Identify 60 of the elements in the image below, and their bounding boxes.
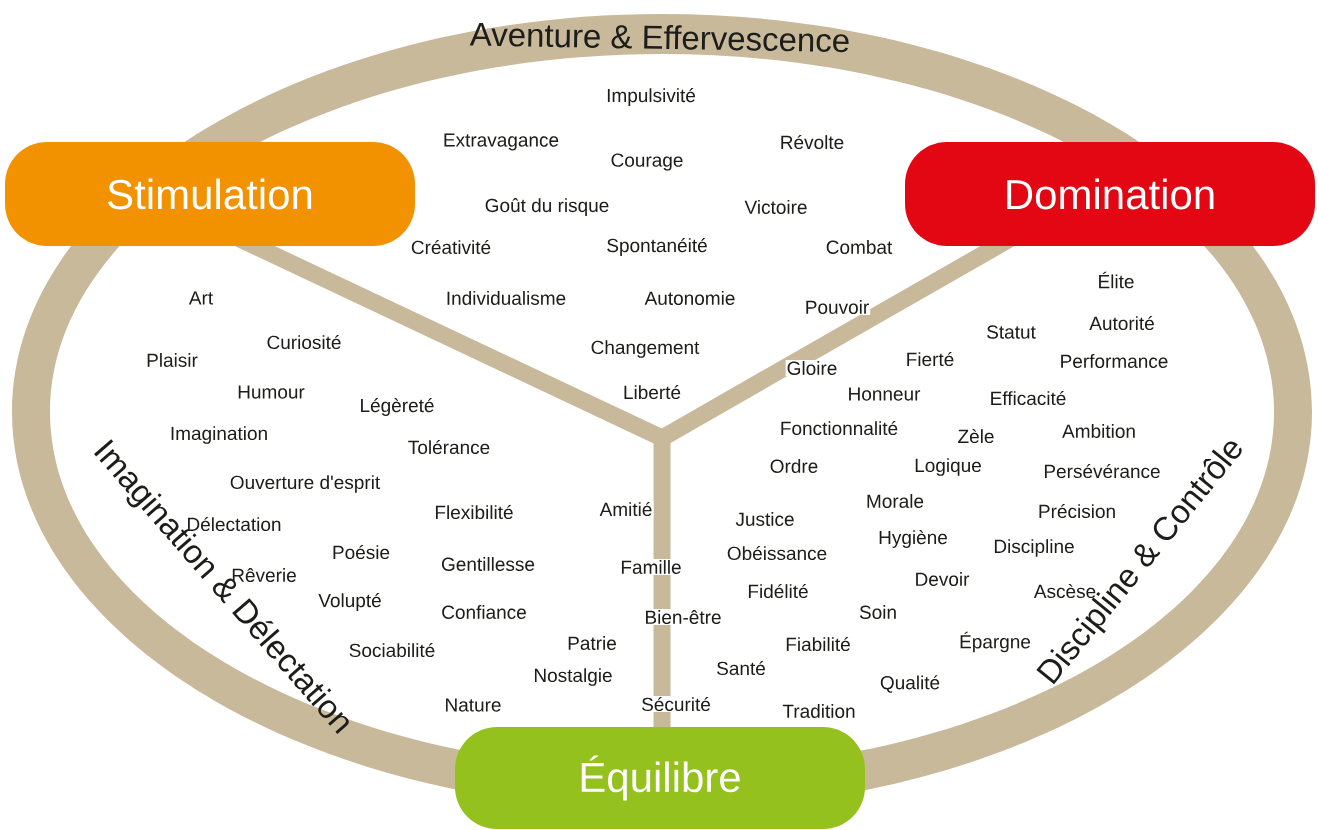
word-label: Fiabilité bbox=[784, 635, 852, 653]
word-label: Discipline bbox=[992, 538, 1076, 558]
word-label: Qualité bbox=[878, 674, 942, 694]
word-label: Légèreté bbox=[358, 397, 436, 417]
word-label: Sociabilité bbox=[347, 641, 437, 659]
word-label: Poésie bbox=[330, 543, 392, 561]
word-label: Nostalgie bbox=[532, 667, 614, 687]
word-label: Individualisme bbox=[444, 290, 568, 306]
word-label: Élite bbox=[1096, 270, 1136, 290]
word-label: Curiosité bbox=[265, 333, 343, 351]
word-label: Impulsivité bbox=[605, 87, 697, 107]
word-label: Victoire bbox=[743, 199, 809, 215]
word-label: Honneur bbox=[846, 386, 922, 402]
word-label: Soin bbox=[858, 604, 899, 620]
word-label: Amitié bbox=[598, 500, 654, 518]
word-label: Épargne bbox=[958, 630, 1032, 654]
word-label: Ouverture d'esprit bbox=[228, 474, 382, 494]
word-label: Efficacité bbox=[988, 389, 1068, 407]
word-label: Plaisir bbox=[145, 352, 199, 368]
word-label: Ambition bbox=[1061, 423, 1137, 439]
word-label: Révolte bbox=[778, 133, 846, 151]
word-label: Changement bbox=[589, 339, 701, 359]
word-label: Fidélité bbox=[746, 582, 810, 600]
word-label: Justice bbox=[734, 511, 796, 527]
word-label: Statut bbox=[985, 324, 1037, 340]
word-label: Performance bbox=[1058, 353, 1170, 369]
word-label: Zèle bbox=[956, 427, 996, 445]
word-label: Fonctionnalité bbox=[778, 419, 900, 437]
word-label: Famille bbox=[619, 559, 683, 575]
word-label: Obéissance bbox=[725, 544, 829, 562]
word-label: Patrie bbox=[566, 635, 618, 651]
word-label: Art bbox=[187, 290, 215, 306]
word-label: Tolérance bbox=[406, 438, 492, 456]
word-label: Précision bbox=[1036, 502, 1118, 520]
band-label: Aventure & Effervescence bbox=[469, 22, 849, 53]
word-label: Autorité bbox=[1088, 314, 1156, 332]
word-label: Logique bbox=[913, 457, 983, 477]
category-box: Équilibre bbox=[455, 727, 865, 829]
word-label: Pouvoir bbox=[803, 299, 871, 315]
word-label: Gloire bbox=[785, 360, 839, 376]
word-label: Flexibilité bbox=[433, 503, 515, 521]
word-label: Gentillesse bbox=[440, 556, 536, 572]
word-label: Combat bbox=[824, 239, 894, 255]
word-label: Hygiène bbox=[877, 529, 949, 549]
word-label: Confiance bbox=[440, 604, 528, 620]
word-label: Spontanéité bbox=[605, 237, 709, 257]
category-box: Domination bbox=[905, 142, 1315, 246]
word-label: Autonomie bbox=[643, 290, 737, 306]
word-label: Ordre bbox=[768, 458, 820, 474]
word-label: Goût du risque bbox=[483, 197, 611, 217]
word-label: Courage bbox=[609, 152, 685, 172]
word-label: Morale bbox=[864, 493, 926, 509]
word-label: Bien-être bbox=[643, 609, 723, 625]
word-label: Extravagance bbox=[441, 132, 561, 152]
word-label: Liberté bbox=[621, 383, 683, 401]
word-label: Humour bbox=[236, 384, 306, 400]
word-label: Devoir bbox=[913, 571, 971, 587]
word-label: Santé bbox=[715, 659, 767, 677]
word-label: Nature bbox=[443, 697, 503, 713]
word-label: Fierté bbox=[904, 350, 956, 368]
